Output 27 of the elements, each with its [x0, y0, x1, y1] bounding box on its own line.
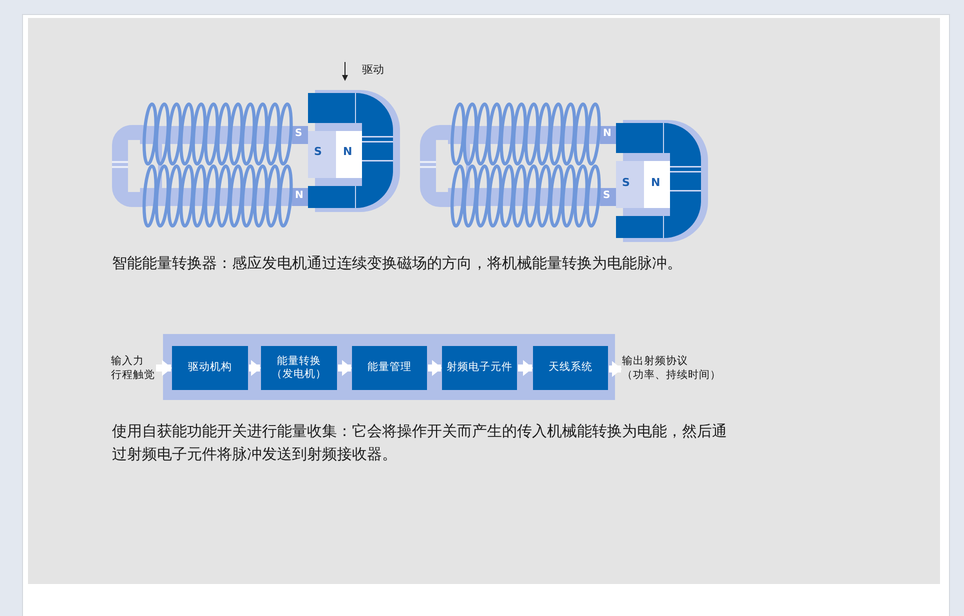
pole-label: S: [603, 191, 610, 201]
pole-label: N: [651, 177, 660, 188]
block-arrow: [156, 360, 172, 376]
flow-text: （功率、持续时间）: [622, 368, 721, 382]
flow-text: 输出射频协议: [622, 355, 688, 369]
process-box: 驱动机构: [172, 346, 248, 390]
process-box: 天线系统: [533, 346, 608, 390]
process-box: 射频电子元件: [442, 346, 517, 390]
flow-text: 行程触觉: [111, 368, 155, 382]
caption-text: 智能能量转换器：感应发电机通过连续变换磁场的方向，将机械能量转换为电能脉冲。: [112, 253, 682, 274]
process-box: 能量管理: [352, 346, 427, 390]
block-arrow: [609, 361, 622, 377]
drive-label: 驱动: [362, 64, 384, 75]
process-box: 能量转换（发电机）: [261, 346, 337, 390]
pole-label: N: [295, 191, 304, 201]
block-arrow: [249, 360, 261, 376]
block-arrow: [338, 360, 352, 376]
pole-label: N: [343, 146, 352, 157]
pole-label: S: [622, 177, 630, 188]
flow-text: 输入力: [111, 355, 144, 369]
process-band: [163, 334, 615, 400]
pole-label: N: [603, 129, 612, 139]
block-arrow: [428, 360, 442, 376]
pole-label: S: [295, 129, 302, 139]
pole-label: S: [314, 146, 322, 157]
caption-text: 使用自获能功能开关进行能量收集：它会将操作开关而产生的传入机械能转换为电能，然后通过射频电子元件将脉冲发送到射频接收器。: [112, 421, 728, 464]
block-arrow: [518, 360, 533, 376]
